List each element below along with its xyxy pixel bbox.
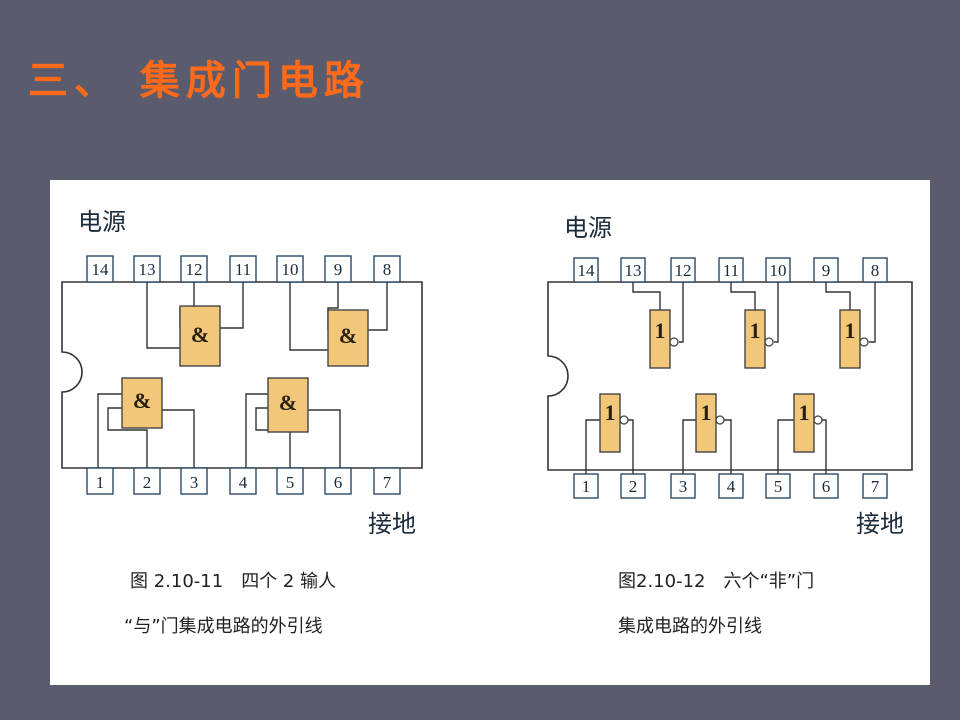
right-power-label: 电源 <box>564 214 612 242</box>
right-not-gate: 1 <box>695 393 725 453</box>
right-not-gate: 1 <box>649 309 679 369</box>
right-pin-label: 3 <box>679 477 688 496</box>
left-pin-label: 13 <box>139 260 156 279</box>
right-top-pins: 14 13 12 11 10 9 8 <box>573 257 888 283</box>
left-bottom-pins: 1 2 3 4 5 6 7 <box>86 467 401 495</box>
left-and-gate: & <box>267 377 309 433</box>
right-pin-label: 2 <box>629 477 638 496</box>
left-pin-label: 7 <box>383 473 392 492</box>
right-pin-box <box>862 257 888 283</box>
left-pin-label: 11 <box>235 260 251 279</box>
left-top-pins: 14 13 12 11 10 9 8 <box>86 255 401 283</box>
not-gate-symbol: 1 <box>845 318 856 343</box>
right-pin-label: 5 <box>774 477 783 496</box>
not-gate-symbol: 1 <box>655 318 666 343</box>
not-gate-symbol: 1 <box>799 400 810 425</box>
and-gate-symbol: & <box>191 322 209 347</box>
left-pin-label: 4 <box>239 473 248 492</box>
right-pin-label: 8 <box>871 261 880 280</box>
right-pin-label: 6 <box>822 477 831 496</box>
left-caption-line1: 图 2.10-11 四个 2 输人 <box>130 571 336 592</box>
right-pin-label: 14 <box>578 261 596 280</box>
and-gate-symbol: & <box>279 390 297 415</box>
left-pin-box <box>180 467 208 495</box>
right-caption-line1: 图2.10-12 六个“非”门 <box>618 571 814 592</box>
left-power-label: 电源 <box>78 208 126 236</box>
left-and-gate: & <box>121 377 163 429</box>
right-not-gate: 1 <box>839 309 869 369</box>
left-pin-box <box>373 467 401 495</box>
left-ic-diagram: 电源 接地 14 13 12 11 10 9 8 <box>61 208 423 637</box>
right-pin-label: 10 <box>770 261 787 280</box>
right-pin-label: 4 <box>727 477 736 496</box>
right-ic-diagram: 电源 接地 14 13 12 11 10 9 8 1 <box>547 214 913 637</box>
left-pin-label: 8 <box>383 260 392 279</box>
right-pin-box <box>765 473 791 499</box>
left-pin-label: 14 <box>92 260 110 279</box>
right-pin-box <box>620 257 646 283</box>
right-not-gate: 1 <box>793 393 823 453</box>
right-pin-label: 11 <box>723 261 739 280</box>
left-pin-label: 9 <box>334 260 343 279</box>
left-pin-box <box>86 255 114 283</box>
left-pin-box <box>324 467 352 495</box>
right-pin-box <box>813 473 839 499</box>
left-pin-label: 6 <box>334 473 343 492</box>
right-bottom-pins: 1 2 3 4 5 6 7 <box>573 473 888 499</box>
not-gate-symbol: 1 <box>605 400 616 425</box>
right-pin-label: 7 <box>871 477 880 496</box>
figure-svg: 电源 接地 14 13 12 11 10 9 8 <box>61 208 913 637</box>
right-wiring <box>585 282 876 474</box>
and-gate-symbol: & <box>339 323 357 348</box>
left-pin-label: 12 <box>186 260 203 279</box>
left-pin-label: 10 <box>282 260 299 279</box>
left-caption-line2: “与”门集成电路的外引线 <box>124 616 323 637</box>
right-pin-label: 1 <box>582 477 591 496</box>
left-pin-box <box>180 255 208 283</box>
left-pin-box <box>324 255 352 283</box>
left-pin-box <box>373 255 401 283</box>
and-gate-symbol: & <box>133 388 151 413</box>
left-pin-label: 5 <box>286 473 295 492</box>
not-gate-symbol: 1 <box>701 400 712 425</box>
left-ground-label: 接地 <box>368 510 416 538</box>
left-pin-box <box>86 467 114 495</box>
right-pin-label: 9 <box>822 261 831 280</box>
left-pin-label: 1 <box>96 473 105 492</box>
right-pin-box <box>670 473 696 499</box>
left-and-gate: & <box>327 309 369 367</box>
left-pin-box <box>229 255 257 283</box>
right-caption-line2: 集成电路的外引线 <box>618 616 762 637</box>
right-not-gate: 1 <box>744 309 774 369</box>
left-pin-label: 2 <box>143 473 152 492</box>
not-gate-symbol: 1 <box>750 318 761 343</box>
left-pin-label: 3 <box>190 473 199 492</box>
left-pin-box <box>229 467 257 495</box>
right-not-gate: 1 <box>599 393 629 453</box>
right-pin-label: 13 <box>625 261 642 280</box>
slide-title: 三、 集成门电路 <box>28 58 370 104</box>
right-pin-box <box>573 257 599 283</box>
figure-panel: 电源 接地 14 13 12 11 10 9 8 <box>50 180 930 685</box>
right-pin-box <box>862 473 888 499</box>
left-and-gate: & <box>179 305 221 367</box>
right-pin-box <box>765 257 791 283</box>
left-pin-box <box>276 467 304 495</box>
right-ground-label: 接地 <box>856 510 904 538</box>
right-pin-label: 12 <box>675 261 692 280</box>
